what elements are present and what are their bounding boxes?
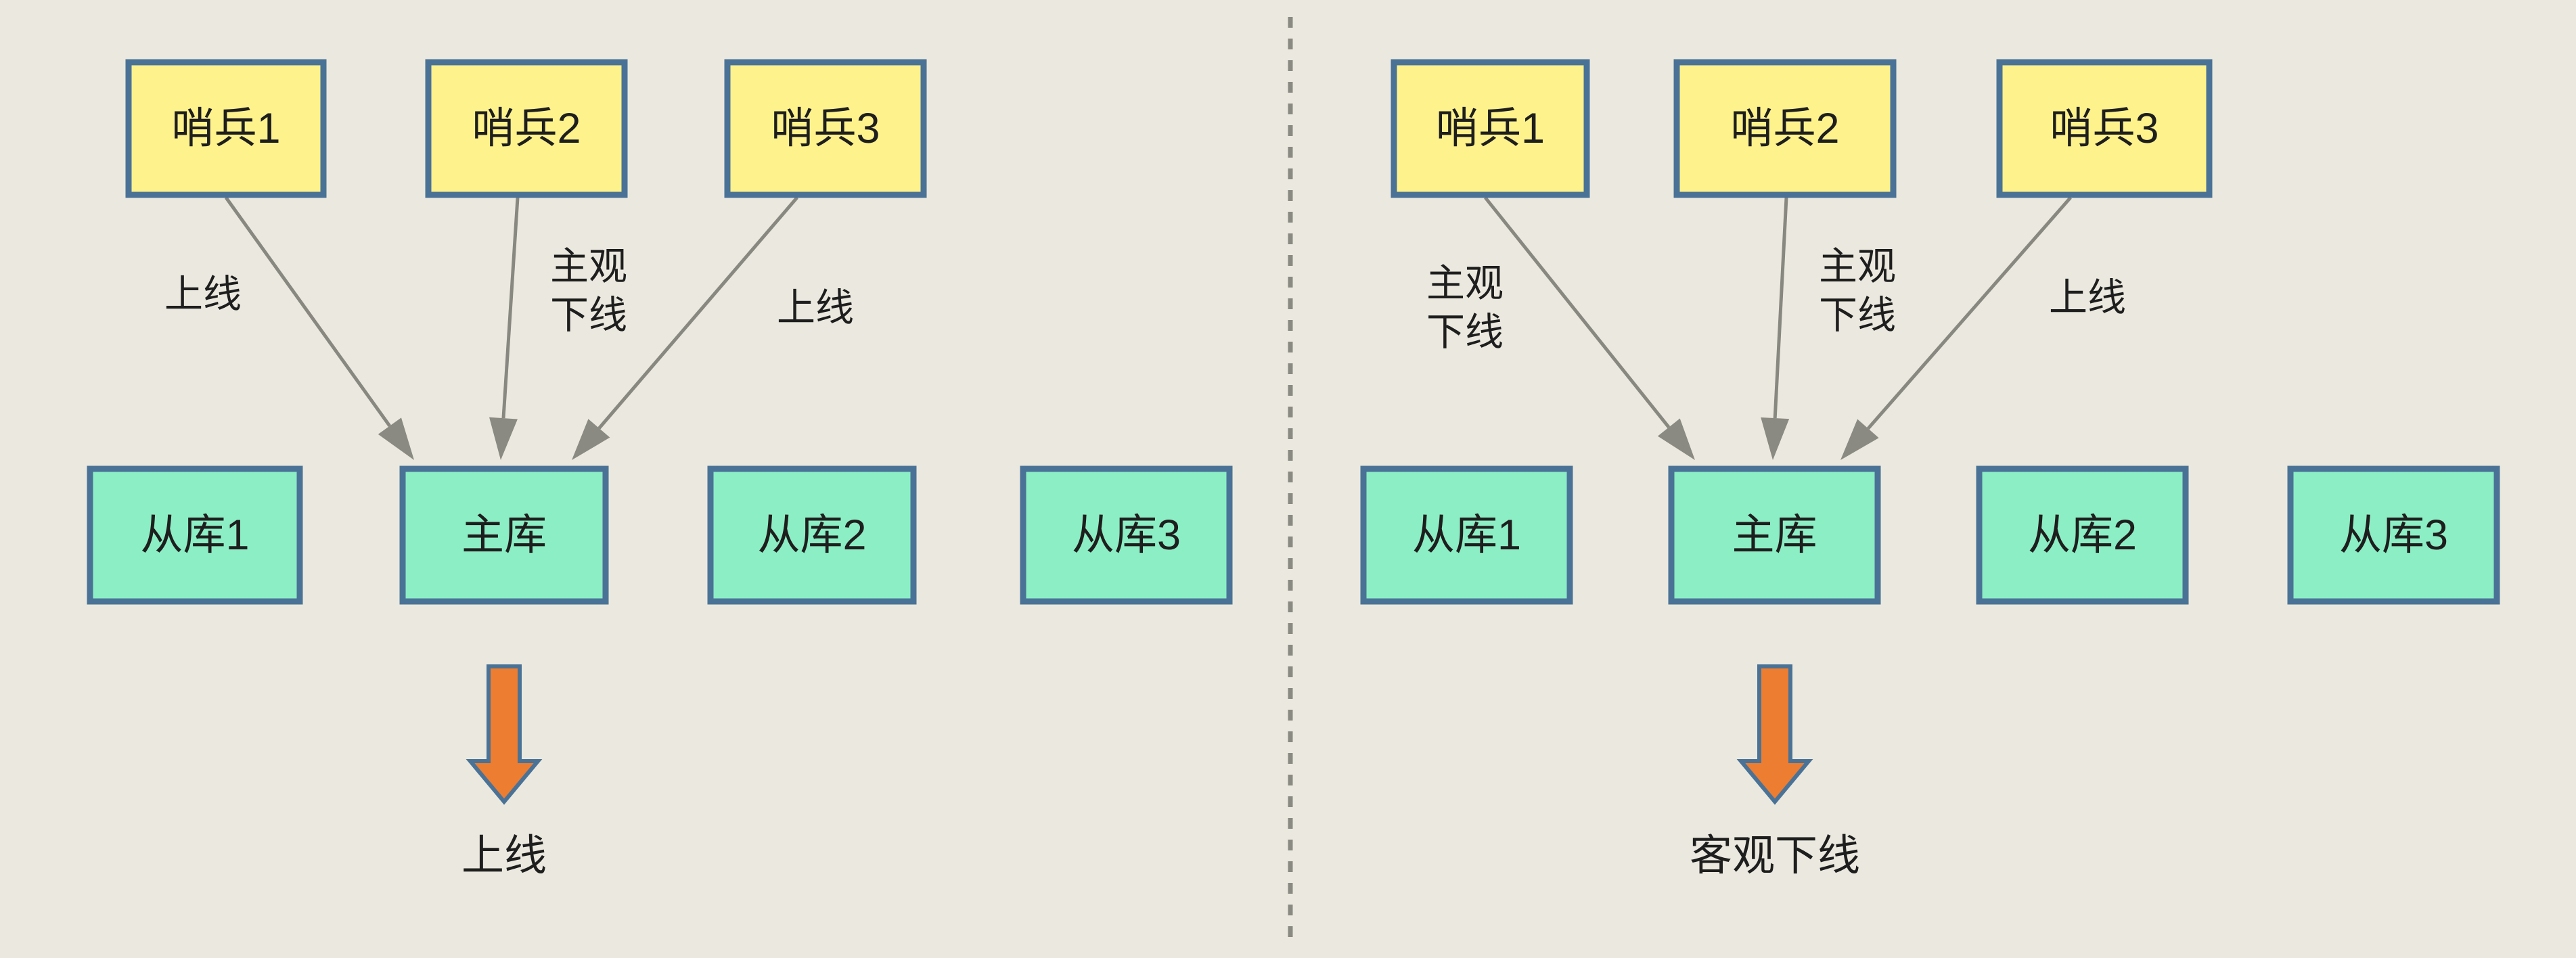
sentinel-label-s1: 哨兵1 [1436,105,1545,152]
outcome-label: 上线 [461,832,547,880]
sentinel-label-s3: 哨兵3 [2050,105,2159,152]
sentinel-box-s1[interactable] [1391,59,1590,198]
edge-label-s3-to-m: 上线 [777,286,854,329]
sentinel-box-s3[interactable] [724,59,927,198]
database-box-r3[interactable] [1020,465,1233,605]
sentinel-box-s3[interactable] [1996,59,2213,198]
edge-arrowhead-s1-to-m [1657,418,1695,460]
database-label-r2: 从库2 [757,511,866,559]
outcome-label: 客观下线 [1690,832,1860,880]
edge-label-s2-to-m: 主观下线 [550,245,627,337]
sentinel-label-s2: 哨兵2 [472,105,581,152]
sentinel-label-s2: 哨兵2 [1730,105,1839,152]
edge-arrowhead-s1-to-m [378,417,414,460]
database-box-m[interactable] [399,465,609,605]
sentinel-box-s2[interactable] [1673,59,1897,198]
edge-label-s2-to-m: 主观下线 [1819,245,1896,337]
database-label-r1: 从库1 [140,511,249,559]
database-label-r3: 从库3 [2339,511,2448,559]
edges-layer: 上线 主观下线 上线 主观下线 主观下线 上线 [164,196,2126,460]
edge-label-s1-to-m: 主观下线 [1426,262,1504,354]
edge-line-s2-to-m [501,197,520,419]
sentinel-box-s2[interactable] [425,59,628,198]
edge-line-s3-to-m [597,196,798,430]
edge-arrowhead-s3-to-m [1840,419,1879,460]
edge-line-s1-to-m [224,196,391,428]
sentinel-label-s3: 哨兵3 [771,105,880,152]
edge-arrowhead-s3-to-m [572,419,610,460]
database-box-r3[interactable] [2287,465,2500,605]
database-label-m: 主库 [1732,511,1817,559]
database-label-r2: 从库2 [2028,511,2137,559]
database-box-m[interactable] [1668,465,1881,605]
database-label-m: 主库 [461,511,547,559]
edge-line-s2-to-m [1773,197,1788,419]
edge-label-s1-to-m: 上线 [164,273,242,316]
database-label-r1: 从库1 [1412,511,1521,559]
outcomes-layer: 上线 客观下线 [461,664,1860,880]
sentinel-box-s1[interactable] [125,59,327,198]
edge-arrowhead-s2-to-m [1761,417,1790,460]
edge-line-s1-to-m [1484,196,1671,429]
nodes-layer: 哨兵1 哨兵2 哨兵3 从库1 主库 从库2 从库3 哨兵1 哨兵2 哨兵3 从库1 主库 从库2 从库3 [87,59,2500,605]
database-box-r1[interactable] [87,465,303,605]
database-box-r2[interactable] [1976,465,2189,605]
edge-arrowhead-s2-to-m [489,417,518,460]
outcome-arrow [1736,664,1813,805]
database-label-r3: 从库3 [1072,511,1181,559]
sentinel-label-s1: 哨兵1 [171,105,280,152]
database-box-r2[interactable] [707,465,917,605]
edge-line-s3-to-m [1866,196,2072,430]
database-box-r1[interactable] [1360,465,1573,605]
edge-label-s3-to-m: 上线 [2049,276,2126,319]
outcome-arrow [466,664,543,805]
